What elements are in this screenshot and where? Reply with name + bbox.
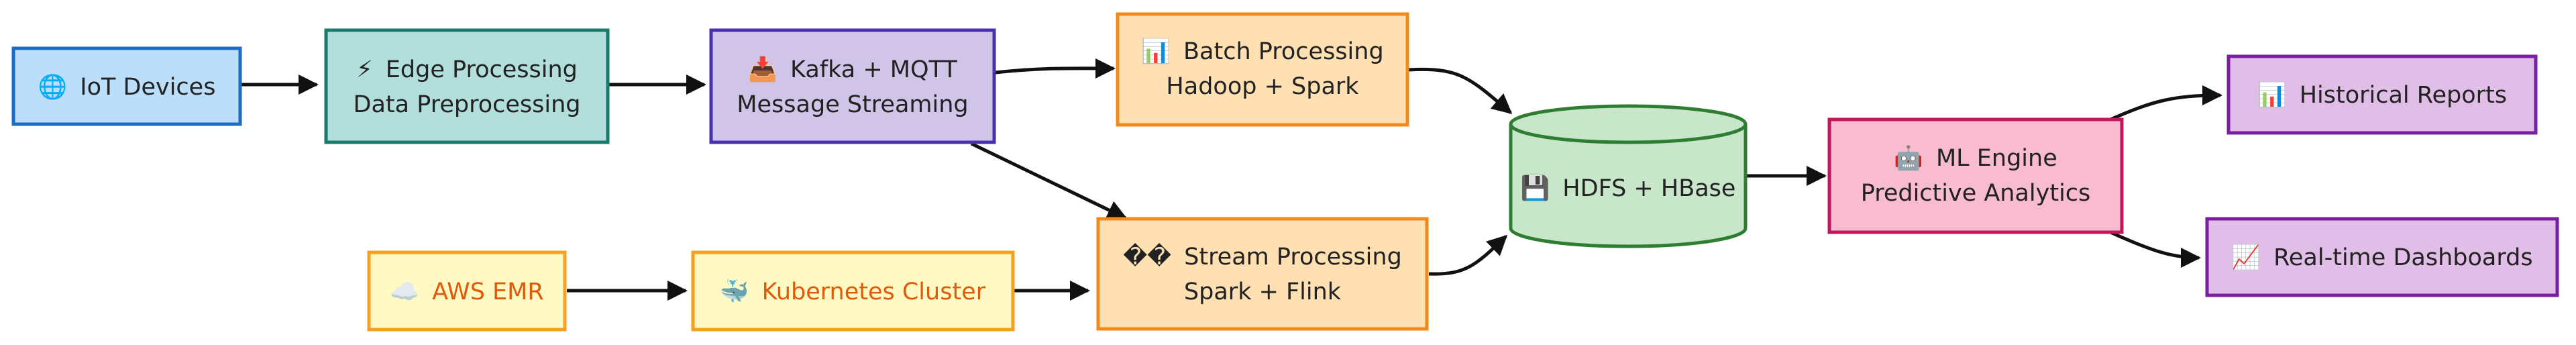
trend-chart-icon: 📈 — [2231, 244, 2261, 271]
whale-icon: 🐳 — [720, 279, 749, 305]
node-aws-emr: ☁️ AWS EMR — [367, 250, 567, 332]
node-ml-engine: 🤖 ML Engine Predictive Analytics — [1827, 117, 2124, 234]
node-kafka-mqtt: 📥 Kafka + MQTT Message Streaming — [709, 28, 996, 144]
node-kafka-mqtt-border — [709, 28, 996, 144]
node-iot-devices: 🌐 IoT Devices — [11, 46, 242, 126]
node-ml-engine-subtitle: Predictive Analytics — [1861, 180, 2091, 207]
node-iot-devices-label: 🌐 IoT Devices — [38, 73, 216, 101]
edge-kafka-to-stream — [970, 142, 1128, 220]
node-hdfs-hbase: 💾 HDFS + HBase — [1509, 104, 1748, 248]
database-cylinder-outline — [1509, 104, 1748, 248]
node-edge-processing-border — [324, 28, 610, 144]
node-historical-reports-label: 📊 Historical Reports — [2257, 81, 2507, 109]
node-edge-processing-box — [326, 30, 608, 142]
node-stream-processing: �� Stream Processing Spark + Flink — [1096, 217, 1429, 331]
node-kubernetes: 🐳 Kubernetes Cluster — [691, 250, 1015, 332]
edge-ml-to-dashboards — [2109, 230, 2201, 268]
node-kafka-mqtt-title: 📥 Kafka + MQTT — [748, 56, 957, 83]
node-iot-devices-box — [13, 48, 240, 124]
lightning-icon: ⚡ — [356, 56, 373, 83]
node-edge-processing: ⚡ Edge Processing Data Preprocessing — [324, 28, 610, 144]
edge-kafka-to-batch — [995, 58, 1116, 79]
floppy-disk-icon: 💾 — [1521, 175, 1550, 202]
node-ml-engine-border — [1827, 117, 2124, 234]
unknown-glyph-icon: �� — [1123, 242, 1171, 270]
node-realtime-dashboards-box — [2207, 219, 2557, 295]
node-hdfs-hbase-label: 💾 HDFS + HBase — [1521, 175, 1736, 202]
edge-batch-to-hdfs — [1408, 67, 1513, 114]
bar-chart-icon: 📊 — [2257, 81, 2287, 109]
node-stream-processing-title: �� Stream Processing — [1123, 242, 1402, 270]
node-batch-processing-border — [1116, 12, 1409, 127]
node-aws-emr-box — [369, 252, 565, 330]
node-iot-devices-border — [11, 46, 242, 126]
node-batch-processing-title: 📊 Batch Processing — [1141, 38, 1383, 65]
robot-icon: 🤖 — [1894, 144, 1923, 172]
node-historical-reports-border — [2226, 54, 2538, 135]
node-edge-processing-subtitle: Data Preprocessing — [354, 91, 581, 118]
bar-chart-icon: 📊 — [1141, 38, 1171, 65]
node-ml-engine-box — [1829, 119, 2122, 232]
node-ml-engine-title: 🤖 ML Engine — [1894, 144, 2057, 172]
inbox-icon: 📥 — [748, 56, 777, 83]
node-kubernetes-border — [691, 250, 1015, 332]
node-batch-processing-subtitle: Hadoop + Spark — [1166, 73, 1359, 100]
node-kafka-mqtt-box — [711, 30, 994, 142]
node-batch-processing-box — [1118, 14, 1407, 125]
node-edge-processing-title: ⚡ Edge Processing — [356, 56, 578, 83]
node-kubernetes-box — [693, 252, 1013, 330]
globe-icon: 🌐 — [38, 73, 68, 101]
node-historical-reports: 📊 Historical Reports — [2226, 54, 2538, 135]
node-kafka-mqtt-subtitle: Message Streaming — [737, 91, 968, 118]
edges — [241, 58, 2222, 301]
node-realtime-dashboards: 📈 Real-time Dashboards — [2205, 217, 2559, 297]
edge-ml-to-reports — [2109, 85, 2222, 121]
cloud-icon: ☁️ — [390, 279, 419, 305]
edge-stream-to-hdfs — [1428, 234, 1508, 276]
node-stream-processing-box — [1098, 219, 1427, 329]
node-aws-emr-border — [367, 250, 567, 332]
node-historical-reports-box — [2229, 56, 2536, 133]
node-realtime-dashboards-border — [2205, 217, 2559, 297]
node-realtime-dashboards-label: 📈 Real-time Dashboards — [2231, 244, 2532, 271]
node-stream-processing-subtitle: Spark + Flink — [1184, 279, 1342, 305]
node-batch-processing: 📊 Batch Processing Hadoop + Spark — [1116, 12, 1409, 127]
node-kubernetes-label: 🐳 Kubernetes Cluster — [720, 279, 986, 305]
node-stream-processing-border — [1096, 217, 1429, 331]
node-aws-emr-label: ☁️ AWS EMR — [390, 279, 543, 305]
